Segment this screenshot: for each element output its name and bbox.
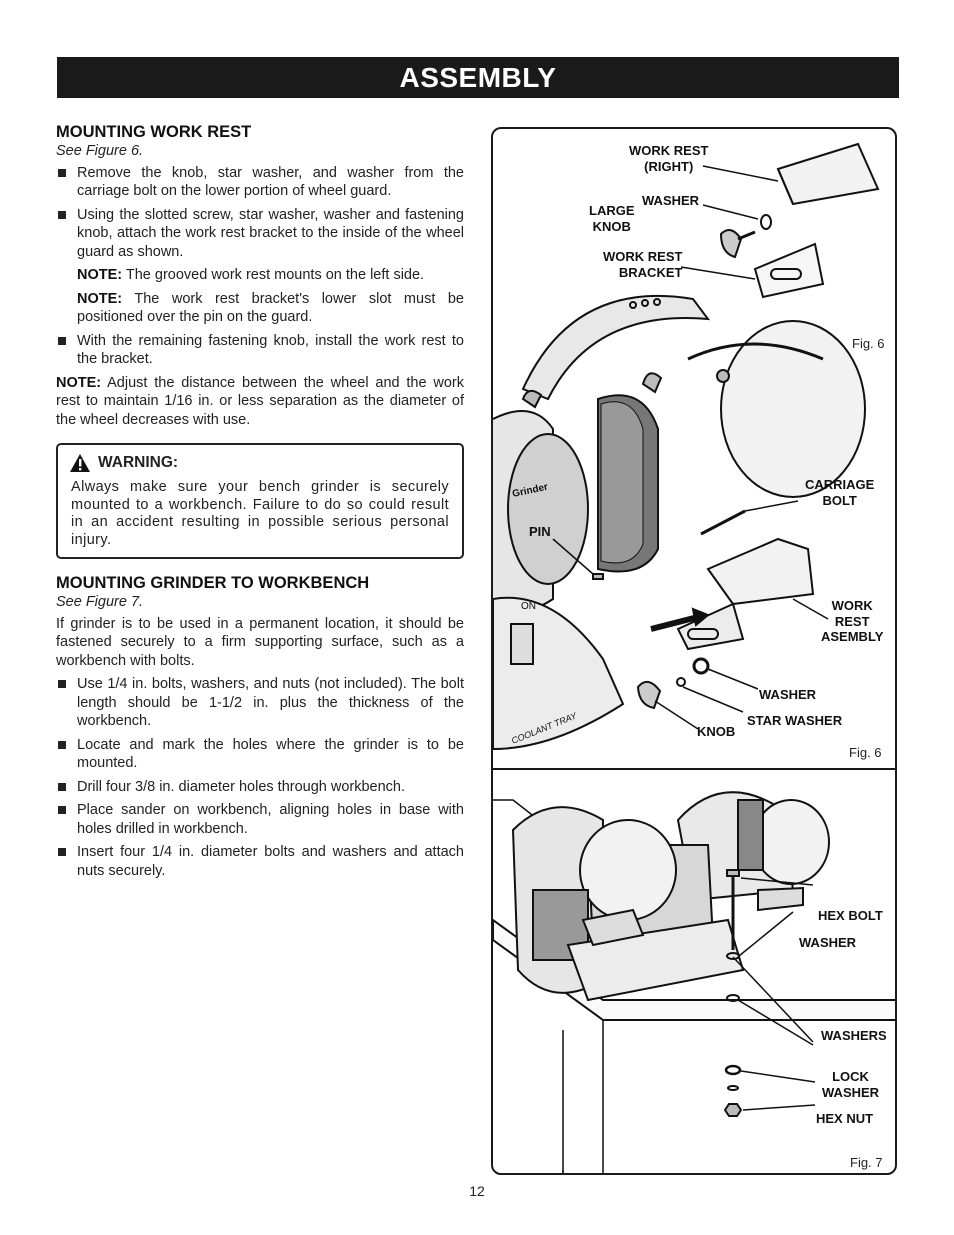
note-text: The work rest bracket's lower slot must … [77,290,464,326]
figure-7-caption: Fig. 7 [850,1155,883,1170]
workbench-intro: If grinder is to be used in a permanent … [56,615,464,669]
work-rest-step-1: Remove the knob, star washer, and washer… [56,164,464,201]
warning-header: WARNING: [69,453,449,473]
page-number: 12 [469,1183,485,1199]
warning-title: WARNING: [98,453,179,471]
work-rest-note-1: NOTE: The grooved work rest mounts on th… [56,266,464,285]
workbench-step-5: Insert four 1/4 in. diameter bolts and w… [56,843,464,880]
work-rest-note-2: NOTE: The work rest bracket's lower slot… [56,290,464,327]
page-title: ASSEMBLY [57,57,899,98]
warning-box: WARNING: Always make sure your bench gri… [56,443,464,559]
label-washer-bottom: WASHER [759,687,817,702]
work-rest-step-3: With the remaining fastening knob, insta… [56,332,464,369]
label-star-washer: STAR WASHER [747,713,843,728]
figure-divider [493,768,895,770]
label-large-knob: LARGE KNOB [589,203,635,234]
label-knob: KNOB [697,724,736,739]
label-carriage-bolt: CARRIAGE BOLT [805,477,875,508]
note-label: NOTE: [77,290,123,307]
figure-panel: Grinder ON COOLANT TRAY WORK REST (RIGHT… [491,127,897,1175]
workbench-step-1: Use 1/4 in. bolts, washers, and nuts (no… [56,675,464,731]
note-text: Adjust the distance between the wheel an… [56,374,464,428]
work-rest-step-2: Using the slotted screw, star washer, wa… [56,206,464,262]
label-work-rest-bracket: WORK REST BRACKET [603,249,683,280]
warning-triangle-icon [70,454,90,472]
workbench-step-4: Place sander on workbench, aligning hole… [56,801,464,838]
workbench-heading: MOUNTING GRINDER TO WORKBENCH [56,574,370,592]
label-pin: PIN [529,524,551,539]
work-rest-heading: MOUNTING WORK REST [56,123,252,141]
label-hex-bolt: HEX BOLT [818,908,883,923]
label-lock-washer: LOCK WASHER [822,1069,880,1100]
figure-6-caption-top: Fig. 6 [852,336,885,351]
warning-text: Always make sure your bench grinder is s… [71,479,449,548]
label-work-rest-assembly: WORK REST ASEMBLY [821,598,884,644]
label-washers: WASHERS [821,1028,887,1043]
instructions-column: MOUNTING WORK REST See Figure 6. Remove … [56,122,464,885]
label-washer-fig7: WASHER [799,935,857,950]
label-work-rest-right: WORK REST (RIGHT) [629,143,709,174]
figure-6-illustration: Grinder ON COOLANT TRAY [493,142,880,751]
work-rest-note-3: NOTE: Adjust the distance between the wh… [56,374,464,430]
figure-6-caption-bottom: Fig. 6 [849,745,882,760]
note-text: The grooved work rest mounts on the left… [122,267,425,283]
on-switch-text: ON [521,601,536,612]
label-washer-top: WASHER [642,193,700,208]
figure-7-illustration [493,791,895,1173]
workbench-step-2: Locate and mark the holes where the grin… [56,736,464,773]
work-rest-figure-ref: See Figure 6. [56,143,144,159]
workbench-step-3: Drill four 3/8 in. diameter holes throug… [56,778,464,797]
workbench-figure-ref: See Figure 7. [56,594,144,610]
note-label: NOTE: [77,267,123,283]
note-label: NOTE: [56,374,102,391]
label-hex-nut: HEX NUT [816,1111,874,1126]
